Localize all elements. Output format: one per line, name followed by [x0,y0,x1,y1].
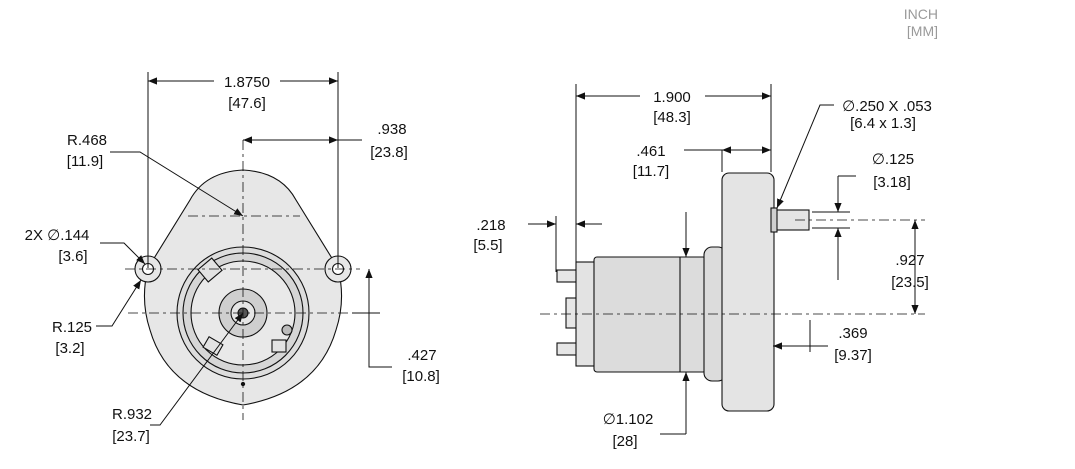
top-radius-mm: [11.9] [67,153,103,170]
flange-inch: .461 [636,143,665,160]
hub-inch: .369 [838,325,867,342]
width-inch: 1.8750 [224,74,270,91]
body-radius-inch: R.932 [112,406,152,423]
hub-mm: [9.37] [834,347,872,364]
side-gearbox [721,172,775,412]
side-centerlines [540,219,925,315]
shaft-height-inch: .927 [895,252,924,269]
motor-dia-inch: ∅1.102 [603,411,654,428]
shaft-mm: [6.4 x 1.3] [850,115,916,132]
motor-dia-mm: [28] [612,433,637,450]
side-motor-can [593,256,707,373]
front-dimensions [96,72,392,426]
units-secondary: [MM] [906,23,938,39]
half-width-inch: .938 [377,121,406,138]
length-inch: 1.900 [653,89,691,106]
body-radius-mm: [23.7] [112,428,150,445]
length-mm: [48.3] [653,109,691,126]
units-legend: INCH [MM] [904,6,938,40]
side-shaft-collar [770,207,778,233]
half-width-mm: [23.8] [370,144,408,161]
holes-inch: 2X ∅.144 [25,227,90,244]
shaft-height-mm: [23.5] [891,274,929,291]
side-labels: 1.900 [48.3] ∅.250 X .053 [6.4 x 1.3] .4… [473,89,931,450]
terminal-right [271,339,287,353]
flat-mm: [3.18] [873,174,911,191]
terminal-inch: .218 [476,217,505,234]
side-dimensions [528,84,919,435]
shaft-inch: ∅.250 X .053 [842,98,932,115]
lug-offset-mm: [10.8] [402,368,440,385]
terminal-bottom [202,336,224,356]
lug-offset-inch: .427 [407,347,436,364]
terminal-top [197,257,223,283]
top-radius-inch: R.468 [67,132,107,149]
lug-radius-mm: [3.2] [55,340,84,357]
width-mm: [47.6] [228,95,266,112]
units-primary: INCH [903,6,938,22]
flange-mm: [11.7] [633,163,669,180]
front-labels: 1.8750 [47.6] .938 [23.8] R.468 [11.9] 2… [25,74,440,445]
holes-mm: [3.6] [58,248,87,265]
flat-inch: ∅.125 [872,151,914,168]
front-centerlines [125,140,375,420]
terminal-mm: [5.5] [473,237,502,254]
lug-radius-inch: R.125 [52,319,92,336]
brush-screw [281,324,293,336]
side-view [540,172,925,412]
